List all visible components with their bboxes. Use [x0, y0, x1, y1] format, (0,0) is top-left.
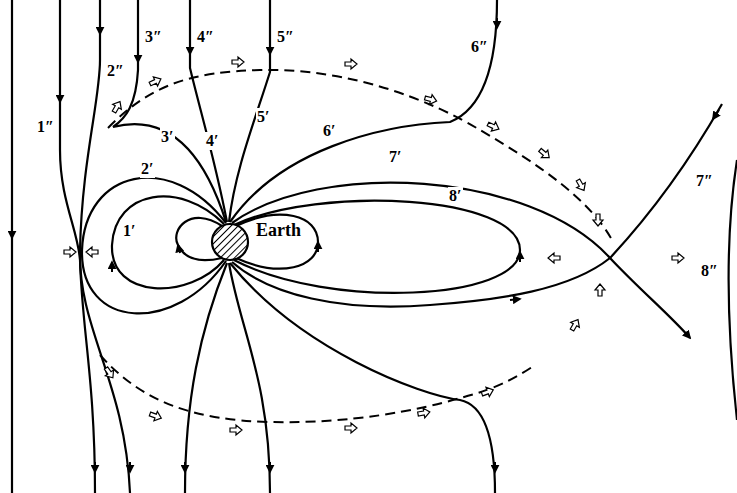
callout-number: 6′: [322, 122, 337, 140]
callout-number: 5′: [256, 108, 271, 126]
callout-number: 7″: [695, 172, 714, 190]
earth-globe: [208, 220, 252, 264]
planet-name: Earth: [256, 220, 301, 241]
callout-number: 4′: [205, 132, 220, 150]
earth-disc: [212, 224, 248, 260]
callout-number: 7′: [388, 148, 403, 166]
callout-number: 4″: [196, 28, 215, 46]
callout-number: 5″: [276, 28, 295, 46]
callout-number: 2″: [106, 62, 125, 80]
callout-number: 8′: [448, 187, 463, 205]
callout-number: 2′: [140, 160, 155, 178]
field-lines: [12, 0, 737, 493]
callout-number: 6″: [470, 38, 489, 56]
callout-number: 1′: [122, 222, 137, 240]
callout-number: 8″: [700, 262, 719, 280]
callout-number: 3′: [160, 128, 175, 146]
callout-number: 1″: [36, 118, 55, 136]
magnetopause: [100, 70, 612, 422]
planet-node: Earth: [208, 220, 305, 264]
flow-arrows: [64, 57, 684, 435]
callout-number: 3″: [144, 28, 163, 46]
field-arrows: [12, 18, 719, 472]
